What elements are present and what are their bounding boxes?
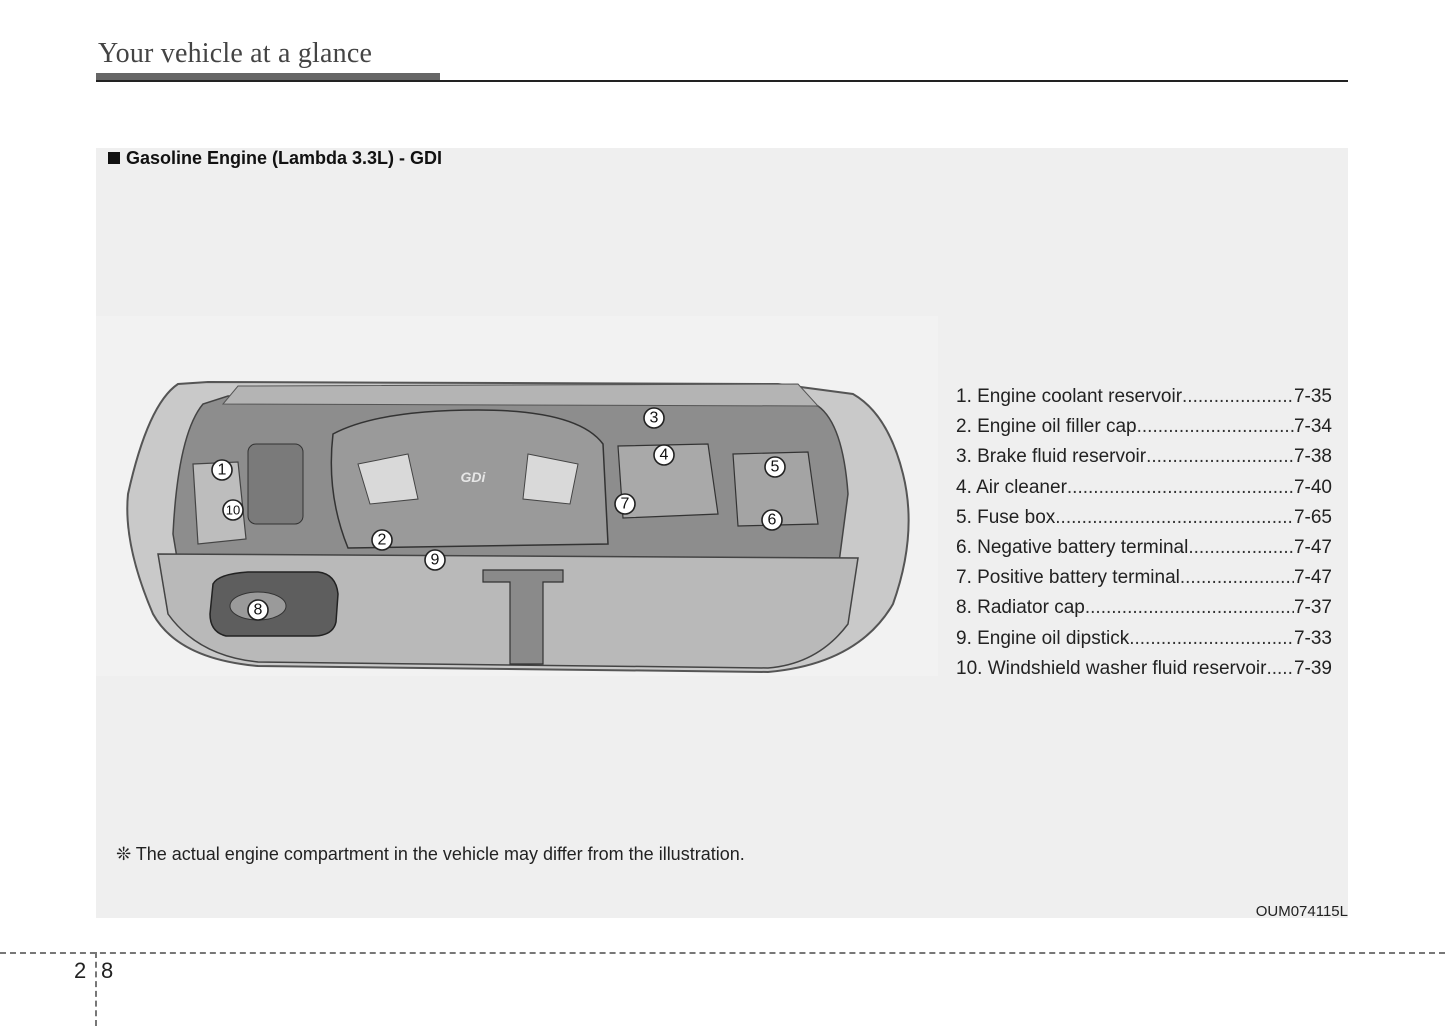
callout-8: 8 xyxy=(247,599,269,621)
legend-item: 8. Radiator cap 7-37 xyxy=(956,593,1332,623)
svg-text:6: 6 xyxy=(768,512,777,529)
svg-text:5: 5 xyxy=(771,459,780,476)
engine-cover xyxy=(330,409,609,549)
engine-compartment-illustration: GDi 1 2 3 4 5 6 7 8 9 10 xyxy=(126,380,910,674)
footer-divider xyxy=(0,952,1445,954)
callout-4: 4 xyxy=(653,444,675,466)
engine-cover-rib-right xyxy=(522,453,579,505)
parts-legend: 1. Engine coolant reservoir7-35 2. Engin… xyxy=(956,382,1332,684)
section-title-text: Gasoline Engine (Lambda 3.3L) - GDI xyxy=(126,148,443,168)
svg-text:4: 4 xyxy=(660,447,669,464)
legend-item: 7. Positive battery terminal 7-47 xyxy=(956,563,1332,593)
svg-text:8: 8 xyxy=(254,602,263,619)
header-rule-accent xyxy=(96,73,440,81)
legend-item: 3. Brake fluid reservoir7-38 xyxy=(956,442,1332,472)
legend-item: 2. Engine oil filler cap 7-34 xyxy=(956,412,1332,442)
legend-item: 6. Negative battery terminal7-47 xyxy=(956,533,1332,563)
square-bullet-icon xyxy=(108,152,120,164)
svg-text:10: 10 xyxy=(226,503,240,518)
page-number: 8 xyxy=(101,958,114,983)
callout-6: 6 xyxy=(761,509,783,531)
section-title: Gasoline Engine (Lambda 3.3L) - GDI xyxy=(108,148,442,169)
callout-7: 7 xyxy=(614,493,636,515)
callout-1: 1 xyxy=(211,459,233,481)
cowl-panel xyxy=(221,383,820,407)
footer-vertical-divider xyxy=(95,952,97,1026)
fuse-box-shape xyxy=(732,451,819,527)
svg-text:7: 7 xyxy=(621,496,630,513)
callout-9: 9 xyxy=(424,549,446,571)
callout-2: 2 xyxy=(371,529,393,551)
callout-10: 10 xyxy=(222,499,244,521)
hood-latch-shape xyxy=(482,569,564,665)
callout-5: 5 xyxy=(764,456,786,478)
gdi-badge: GDi xyxy=(461,469,487,485)
svg-text:2: 2 xyxy=(378,532,387,549)
legend-item: 9. Engine oil dipstick 7-33 xyxy=(956,624,1332,654)
svg-text:9: 9 xyxy=(431,552,440,569)
legend-item: 10. Windshield washer fluid reservoir 7-… xyxy=(956,654,1332,684)
figure-code: OUM074115L xyxy=(1255,903,1348,920)
left-cylinder-shape xyxy=(247,443,304,525)
legend-item: 1. Engine coolant reservoir7-35 xyxy=(956,382,1332,412)
illustration-note: ❊ The actual engine compartment in the v… xyxy=(116,844,745,864)
legend-item: 4. Air cleaner7-40 xyxy=(956,473,1332,503)
header-rule xyxy=(96,80,1348,82)
chapter-number: 2 xyxy=(74,958,87,983)
callout-3: 3 xyxy=(643,407,665,429)
page-header-title: Your vehicle at a glance xyxy=(98,38,373,69)
svg-text:3: 3 xyxy=(650,410,659,427)
legend-item: 5. Fuse box 7-65 xyxy=(956,503,1332,533)
engine-cover-rib-left xyxy=(357,453,419,505)
svg-text:1: 1 xyxy=(218,462,227,479)
figure-panel: Gasoline Engine (Lambda 3.3L) - GDI GDi … xyxy=(96,148,1348,920)
